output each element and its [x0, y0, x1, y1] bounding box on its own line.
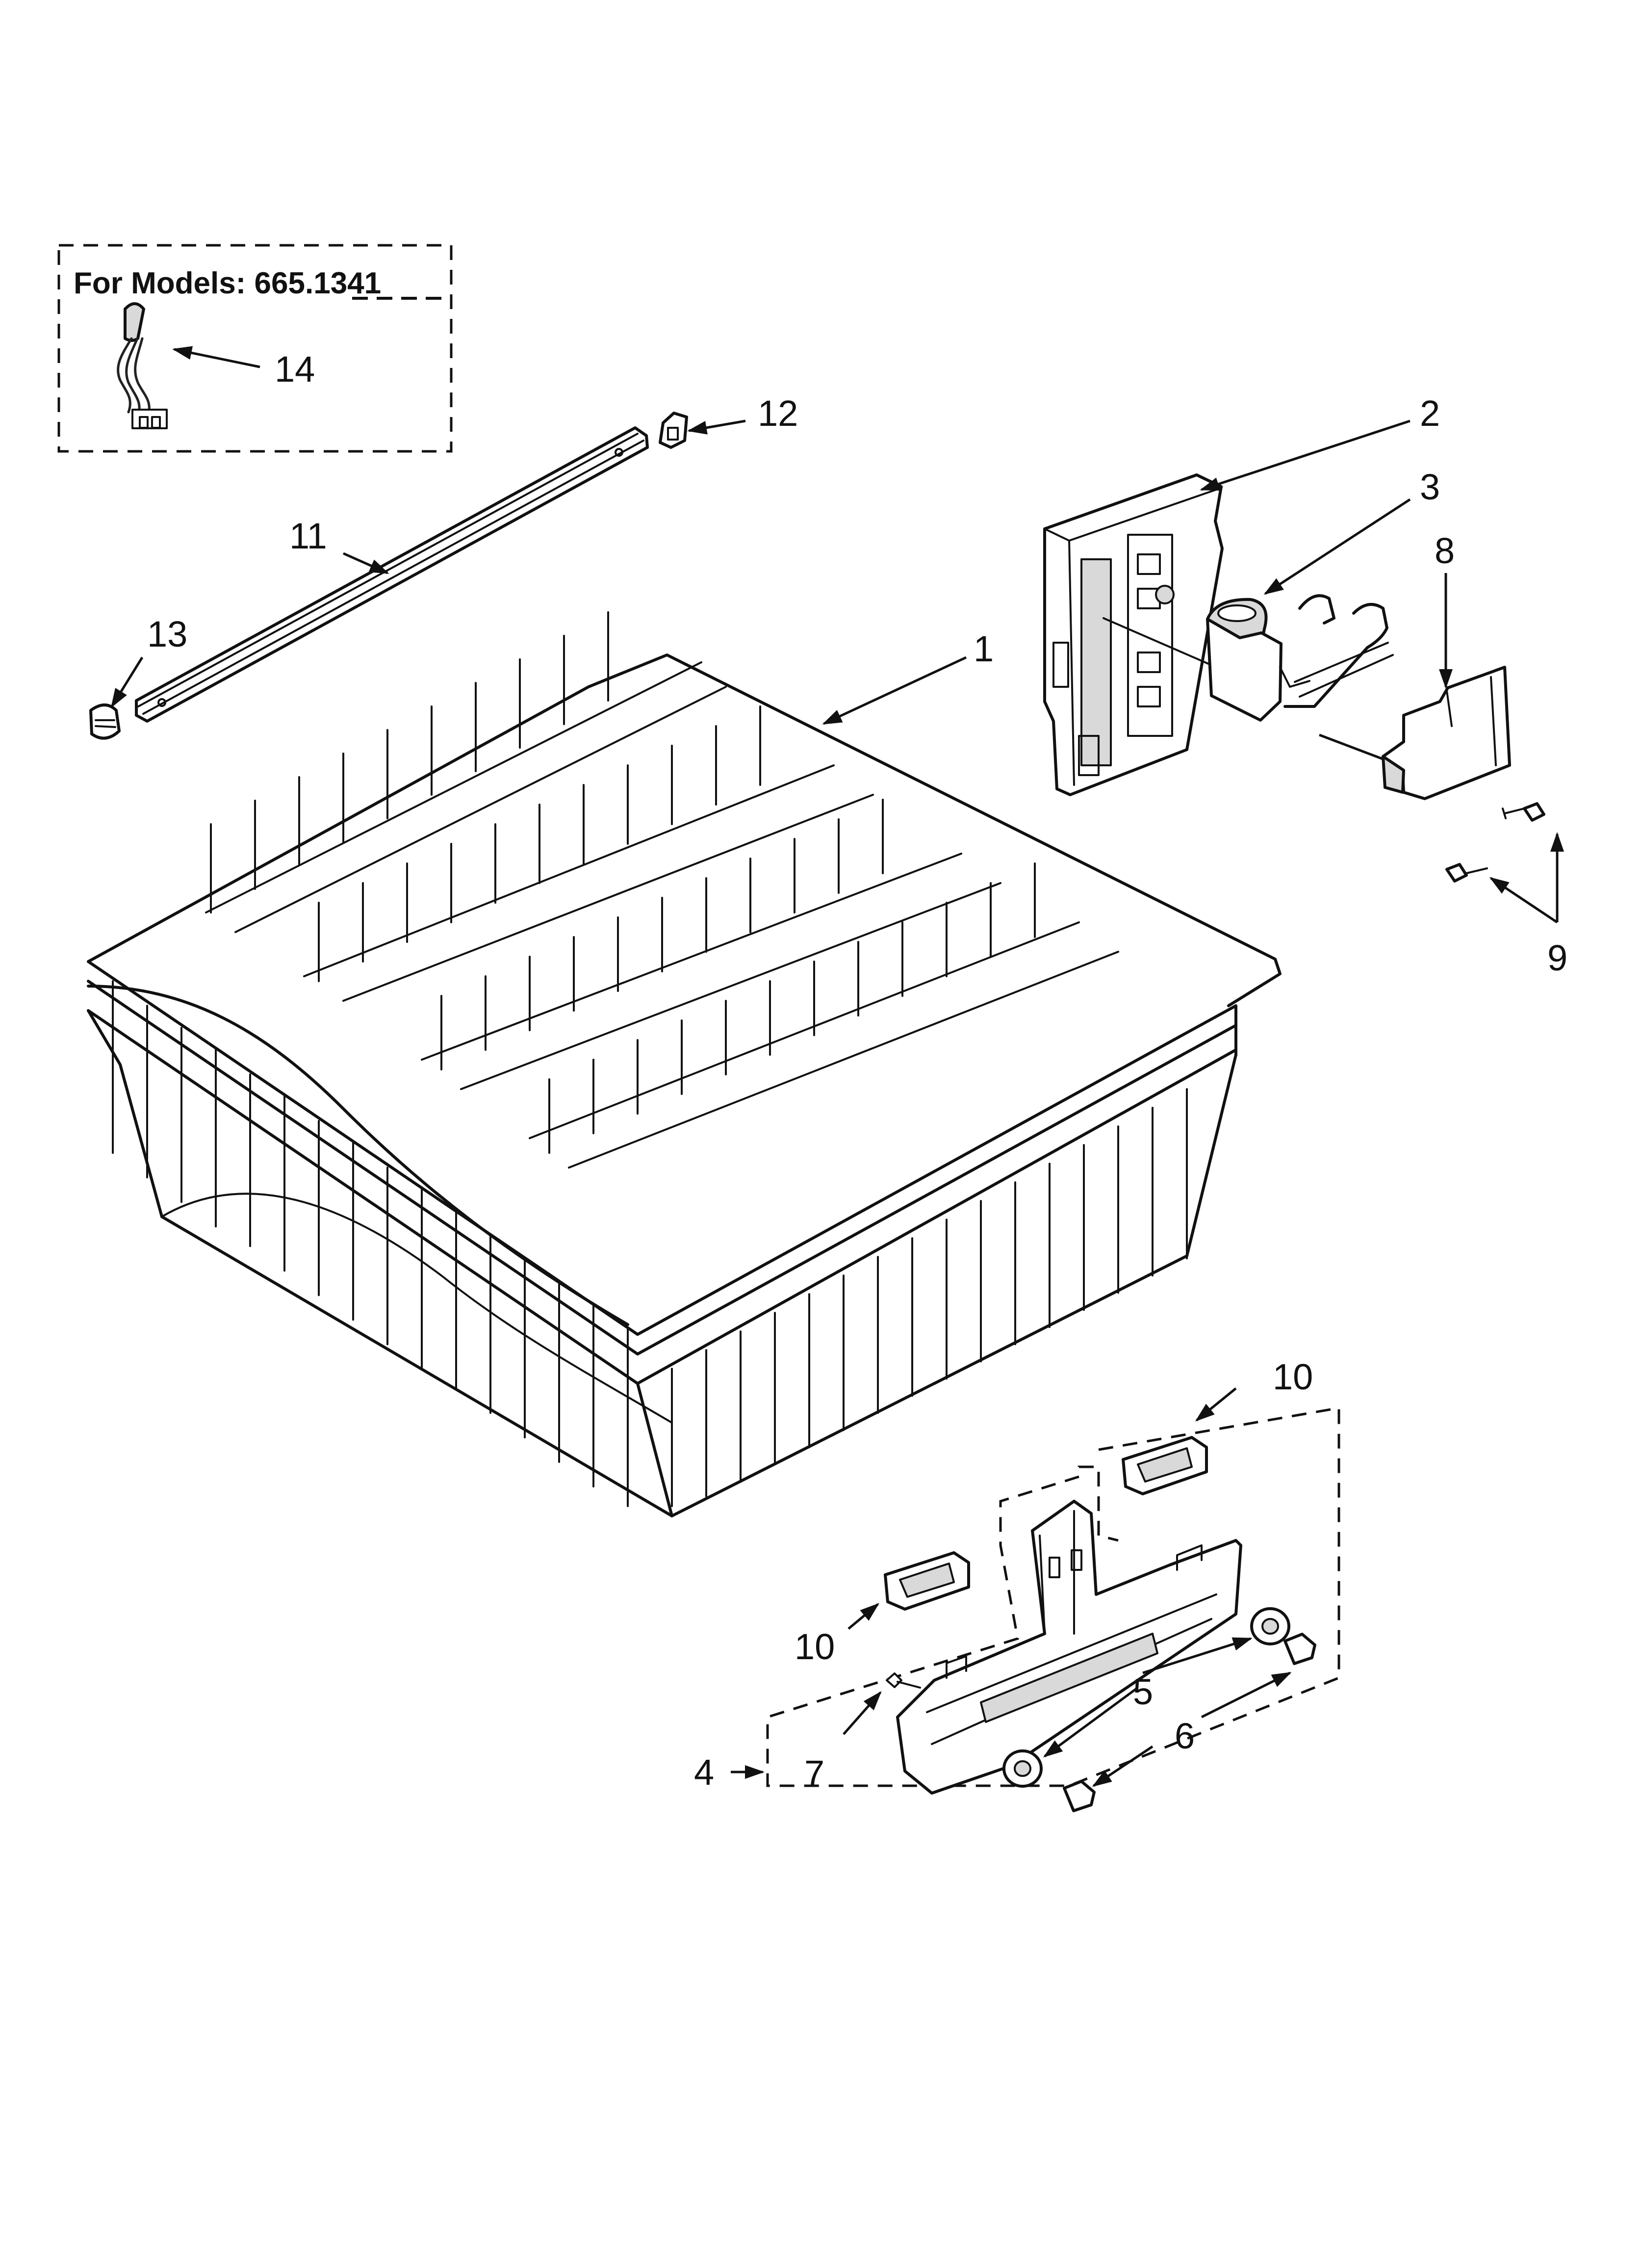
callout-12: 12: [758, 393, 798, 434]
leader-5a: [1142, 1637, 1253, 1674]
upper-rack-part: [87, 611, 1282, 1517]
clip-10-upper-part: [1122, 1436, 1208, 1495]
leader-7: [843, 1691, 882, 1735]
rail-track-part: [896, 1500, 1242, 1795]
callout-2: 2: [1420, 393, 1440, 434]
leader-6b: [1092, 1745, 1154, 1787]
callout-4: 4: [694, 1752, 714, 1793]
leader-12: [687, 419, 746, 435]
callout-9: 9: [1547, 938, 1567, 978]
leader-10-upper: [1195, 1387, 1237, 1422]
wheel-lower-part: [1002, 1749, 1043, 1788]
leader-6a: [1201, 1671, 1292, 1719]
callout-14: 14: [275, 349, 315, 390]
rail-part: [135, 426, 649, 723]
callout-11: 11: [289, 516, 327, 556]
leader-5b: [1043, 1686, 1139, 1758]
axle-upper-part: [1283, 1633, 1316, 1665]
models-box-border: [57, 244, 453, 453]
clip-10-lower-part: [884, 1551, 970, 1611]
leader-1: [822, 656, 967, 725]
callout-10-lower: 10: [795, 1626, 835, 1667]
callout-3: 3: [1420, 467, 1440, 507]
end-clip-part: [659, 412, 688, 449]
screw-9b-part: [1445, 863, 1488, 883]
leader-11: [342, 552, 389, 574]
wire-harness-part: [117, 302, 168, 429]
callout-5: 5: [1133, 1671, 1153, 1712]
models-box-label: For Models: 665.1341: [74, 266, 381, 300]
adjuster-latch-part: [1206, 594, 1394, 722]
cover-part: [1382, 666, 1511, 800]
wheel-upper-part: [1250, 1607, 1290, 1645]
screw-7-part: [886, 1672, 921, 1689]
callout-6: 6: [1175, 1716, 1195, 1756]
rail-assembly-outline: [766, 1407, 1340, 1787]
models-box: For Models: 665.1341 14: [57, 244, 453, 453]
callout-8: 8: [1435, 530, 1455, 571]
callout-7: 7: [804, 1753, 824, 1794]
axle-lower-part: [1063, 1780, 1096, 1812]
leader-9: [1319, 733, 1564, 924]
adjuster-housing-part: [1043, 473, 1224, 796]
leader-14: [172, 346, 260, 368]
callout-1: 1: [974, 628, 994, 669]
end-cap-part: [89, 704, 121, 740]
callout-10-upper: 10: [1273, 1356, 1313, 1397]
leader-13: [110, 656, 144, 708]
callout-13: 13: [147, 614, 187, 654]
screw-9a-part: [1502, 802, 1545, 822]
leader-3: [1263, 498, 1411, 595]
leader-10-lower: [847, 1603, 880, 1630]
leader-2: [1200, 419, 1411, 491]
